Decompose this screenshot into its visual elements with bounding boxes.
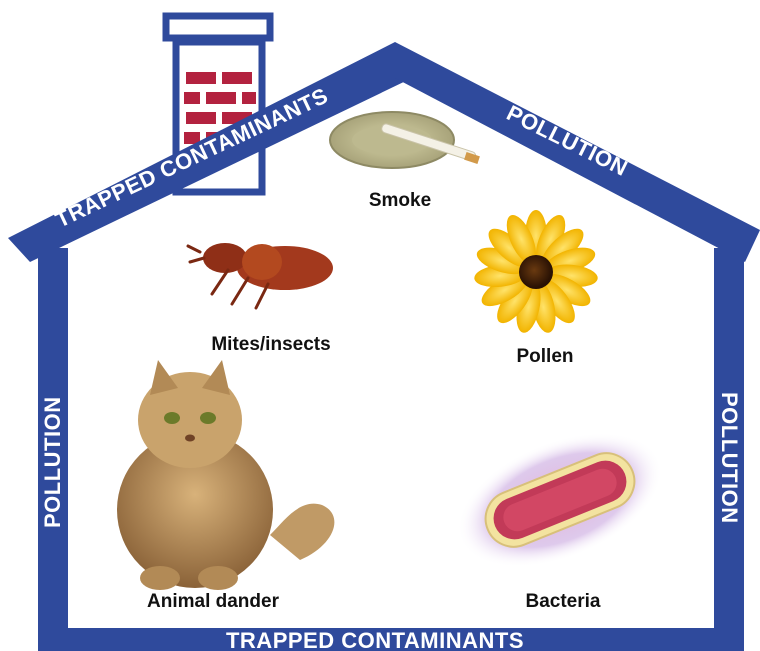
- bacterium-icon: [438, 406, 682, 594]
- animal-dander-label: Animal dander: [147, 591, 279, 613]
- pollen-label: Pollen: [516, 346, 573, 368]
- sunflower-icon: [473, 210, 599, 335]
- wall-right-label: POLLUTION: [717, 392, 742, 524]
- ashtray-cigarette-icon: [330, 112, 480, 168]
- smoke-label: Smoke: [369, 190, 431, 212]
- floor-label: TRAPPED CONTAMINANTS: [226, 628, 524, 651]
- cat-icon: [117, 360, 334, 590]
- mites-label: Mites/insects: [211, 334, 330, 356]
- bacteria-label: Bacteria: [526, 591, 601, 613]
- wall-left-label: POLLUTION: [40, 396, 65, 528]
- flea-icon: [188, 243, 333, 308]
